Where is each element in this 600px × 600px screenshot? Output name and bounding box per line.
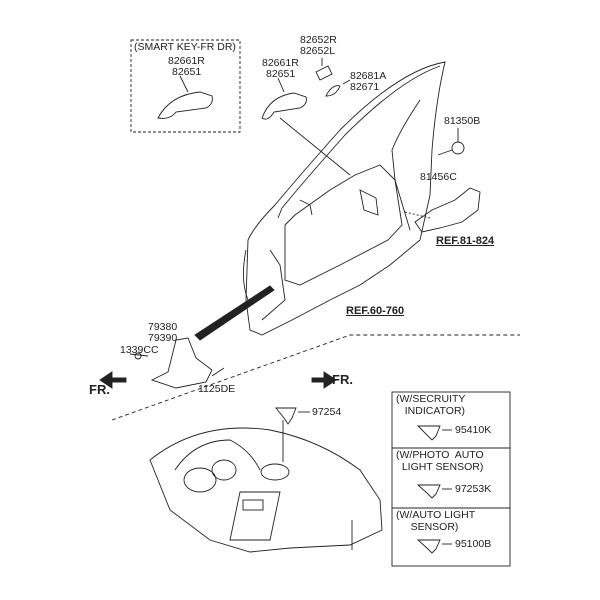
front-arrow-left xyxy=(99,371,127,389)
door-inner-panel xyxy=(284,164,403,286)
cap-part-b: 82652L xyxy=(300,45,336,57)
smart-key-box xyxy=(130,39,241,133)
checker-leader xyxy=(194,285,275,341)
sensor-main-part: 97254 xyxy=(312,406,342,418)
smart-key-box-title: (SMART KEY-FR DR) xyxy=(134,41,236,53)
cover-part-b: 82671 xyxy=(350,81,380,93)
option-auto-title: (W/AUTO LIGHT SENSOR) xyxy=(396,509,476,533)
switch-part-a: 81350B xyxy=(444,115,481,127)
handle-cover xyxy=(325,85,341,97)
cap-part-a: 82652R xyxy=(300,34,337,46)
option-photo-title: (W/PHOTO AUTO LIGHT SENSOR) xyxy=(396,449,484,473)
handle-cap xyxy=(315,65,333,81)
option-auto-part: 95100B xyxy=(455,538,492,550)
door-checker xyxy=(150,337,213,389)
smart-key-part-a: 82661R xyxy=(168,55,205,67)
sensor-95100b-icon xyxy=(416,539,441,554)
dashboard-vent xyxy=(260,463,290,481)
switch-part-b: 81456C xyxy=(420,171,457,183)
door-handle xyxy=(261,92,307,120)
option-box-auto-light xyxy=(391,507,511,567)
option-security-title: (W/SECRUITY INDICATOR) xyxy=(396,393,466,417)
checker-part-b: 79390 xyxy=(148,332,178,344)
sensor-97253k-icon xyxy=(416,484,441,499)
handle-part-a: 82661R xyxy=(262,57,299,69)
front-arrow-right xyxy=(311,371,337,389)
smart-key-part-b: 82651 xyxy=(172,66,202,78)
handle-part-b: 82651 xyxy=(266,68,296,80)
panel-ref: REF.60-760 xyxy=(346,305,405,317)
dashboard xyxy=(149,427,383,553)
cover-part-a: 82681A xyxy=(350,70,387,82)
smart-key-handle xyxy=(157,91,213,119)
sensor-97254 xyxy=(275,407,297,425)
front-label-left: FR. xyxy=(89,382,110,397)
option-security-part: 95410K xyxy=(455,424,492,436)
front-label-right: FR. xyxy=(332,372,353,387)
option-photo-part: 97253K xyxy=(455,483,492,495)
checker-bolt: 1339CC xyxy=(120,344,159,356)
door-frame xyxy=(245,61,446,336)
sensor-95410k-icon xyxy=(416,425,441,441)
checker-part-a: 79380 xyxy=(148,321,178,333)
checker-screw: 1125DE xyxy=(198,383,236,395)
section-divider xyxy=(111,334,520,421)
door-switch xyxy=(451,141,465,155)
latch-ref: REF.81-824 xyxy=(436,235,495,247)
door-latch xyxy=(414,187,481,233)
